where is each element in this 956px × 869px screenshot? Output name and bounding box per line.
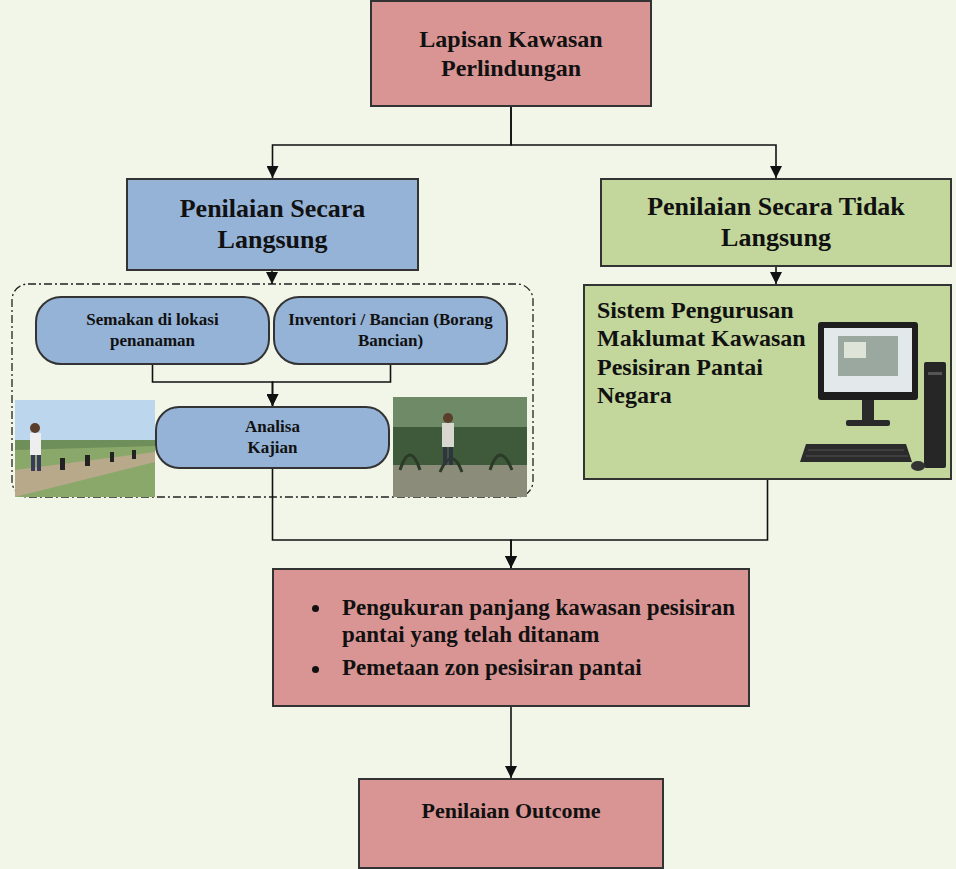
connector-arrow xyxy=(273,469,512,568)
connector-arrow xyxy=(273,365,391,406)
keyboard xyxy=(800,444,912,462)
field-photo xyxy=(15,400,155,497)
bullet-dot xyxy=(312,666,319,673)
photo-field xyxy=(15,446,155,497)
connector-arrow xyxy=(510,707,512,778)
computer-icon xyxy=(800,322,946,471)
person-leg xyxy=(443,447,447,465)
bullet-item: Pengukuran panjang kawasan pesisiran pan… xyxy=(284,594,742,648)
connector-arrow xyxy=(511,107,776,178)
connector-arrow xyxy=(273,107,512,178)
box-label: Analisa Kajian xyxy=(223,417,323,457)
tower-drive xyxy=(928,372,942,375)
tree-guard xyxy=(132,450,136,459)
source-box: Lapisan Kawasan Perlindungan xyxy=(370,0,652,107)
photo-trees xyxy=(15,440,155,450)
tree-guard xyxy=(60,458,65,470)
person-leg xyxy=(31,455,35,471)
mouse xyxy=(911,461,925,471)
bullet-text: Pemetaan zon pesisiran pantai xyxy=(342,654,742,681)
monitor-frame xyxy=(818,322,918,400)
box-label: Penilaian Secara Langsung xyxy=(138,194,407,255)
person-leg xyxy=(449,447,453,465)
monitor-stand xyxy=(862,400,874,422)
box-label: Semakan di lokasi penanaman xyxy=(47,310,258,350)
photo-forest xyxy=(393,397,527,497)
bullet-dot xyxy=(312,605,319,612)
tree-guard xyxy=(85,455,90,466)
mangrove-photo xyxy=(393,397,527,497)
person-body xyxy=(30,433,41,455)
system-box: Sistem Pengurusan Maklumat Kawasan Pesis… xyxy=(583,284,952,480)
photo-roots xyxy=(400,455,512,472)
person-head xyxy=(443,413,453,423)
person-leg xyxy=(37,455,41,471)
box-label: Penilaian Secara Tidak Langsung xyxy=(612,192,940,253)
monitor-base xyxy=(846,420,890,426)
photo-sky xyxy=(15,400,155,497)
group-arrow xyxy=(271,271,273,284)
connector-arrow xyxy=(511,480,768,568)
box-label: Lapisan Kawasan Perlindungan xyxy=(382,25,640,82)
person-body xyxy=(442,423,454,447)
bullet-text: Pengukuran panjang kawasan pesisiran pan… xyxy=(342,594,742,648)
tree-guard xyxy=(110,452,114,462)
method-box: Penilaian Secara Langsung xyxy=(126,178,419,271)
outcome-box: Penilaian Outcome xyxy=(358,778,664,869)
monitor-screen xyxy=(824,328,912,392)
result-box: Pengukuran panjang kawasan pesisiran pan… xyxy=(272,568,750,707)
step-box: Analisa Kajian xyxy=(155,406,390,469)
screen-image xyxy=(838,336,898,376)
connector-arrow xyxy=(775,267,777,284)
step-box: Inventori / Bancian (Borang Bancian) xyxy=(273,296,508,365)
photo-canopy xyxy=(393,397,527,427)
method-box: Penilaian Secara Tidak Langsung xyxy=(600,178,952,267)
connector-arrow xyxy=(153,365,273,406)
step-box: Semakan di lokasi penanaman xyxy=(35,296,270,365)
box-label: Sistem Pengurusan Maklumat Kawasan Pesis… xyxy=(597,296,822,409)
group-frame xyxy=(12,284,533,497)
keyboard-keys xyxy=(806,450,908,456)
screen-image xyxy=(844,342,866,358)
computer-tower xyxy=(924,362,946,468)
box-label: Penilaian Outcome xyxy=(421,798,600,824)
person-head xyxy=(30,423,40,433)
box-label: Inventori / Bancian (Borang Bancian) xyxy=(285,310,496,350)
photo-path xyxy=(15,452,155,497)
bullet-item: Pemetaan zon pesisiran pantai xyxy=(284,654,742,681)
photo-water xyxy=(393,465,527,497)
